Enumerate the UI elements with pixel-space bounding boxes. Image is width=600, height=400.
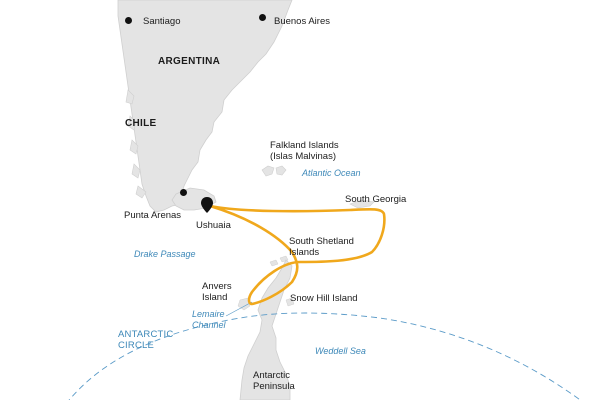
falkland-label-line1: Falkland Islands: [270, 140, 339, 151]
city-label-ushuaia: Ushuaia: [196, 220, 231, 231]
place-label-anvers-island: Anvers Island: [202, 281, 232, 303]
place-label-snow-hill-island: Snow Hill Island: [290, 293, 358, 304]
south-shetland-islands: [269, 255, 289, 267]
snow-hill-island-shape: [285, 297, 295, 307]
antarctic-peninsula-label-line2: Peninsula: [253, 381, 295, 392]
lemaire-label-line2: Channel: [192, 320, 226, 330]
antarctic-peninsula-label-line1: Antarctic: [253, 370, 290, 381]
antarctic-circle-line: [68, 312, 581, 400]
place-label-falkland-islands: Falkland Islands (Islas Malvinas): [270, 140, 339, 162]
water-label-atlantic-ocean: Atlantic Ocean: [302, 168, 361, 178]
anvers-label-line2: Island: [202, 292, 228, 303]
city-label-buenos-aires: Buenos Aires: [274, 16, 330, 27]
water-label-weddell-sea: Weddell Sea: [315, 346, 366, 356]
south-shetland-label-line1: South Shetland: [289, 236, 354, 247]
city-label-santiago: Santiago: [143, 16, 181, 27]
antarctic-circle-label-line2: CIRCLE: [118, 340, 155, 351]
country-label-argentina: ARGENTINA: [158, 56, 221, 67]
chile-archipelago: [125, 89, 147, 199]
map-pin-icon: [201, 197, 213, 213]
antarctic-circle-label: ANTARCTIC CIRCLE: [118, 329, 173, 351]
lemaire-leader-line: [225, 301, 253, 317]
city-dot-santiago: [125, 17, 132, 24]
city-dot-buenos-aires: [259, 14, 266, 21]
water-label-lemaire-channel: Lemaire Channel: [192, 309, 226, 331]
expedition-route-line: [208, 204, 386, 306]
antarctic-circle-label-line1: ANTARCTIC: [118, 329, 174, 340]
anvers-island: [237, 297, 251, 311]
falkland-islands: [261, 165, 287, 177]
water-label-drake-passage: Drake Passage: [134, 249, 196, 259]
country-label-chile: CHILE: [125, 118, 157, 129]
city-label-punta-arenas: Punta Arenas: [124, 210, 182, 221]
south-shetland-label-line2: Islands: [289, 247, 320, 258]
place-label-south-georgia: South Georgia: [345, 194, 407, 205]
anvers-label-line1: Anvers: [202, 281, 232, 292]
place-label-antarctic-peninsula: Antarctic Peninsula: [253, 370, 295, 392]
south-america-landmass: [117, 0, 293, 213]
lemaire-label-line1: Lemaire: [192, 309, 225, 319]
south-georgia-island: [349, 199, 375, 209]
falkland-label-line2: (Islas Malvinas): [270, 151, 336, 162]
city-dot-punta-arenas: [180, 189, 187, 196]
place-label-south-shetland-islands: South Shetland Islands: [289, 236, 354, 258]
